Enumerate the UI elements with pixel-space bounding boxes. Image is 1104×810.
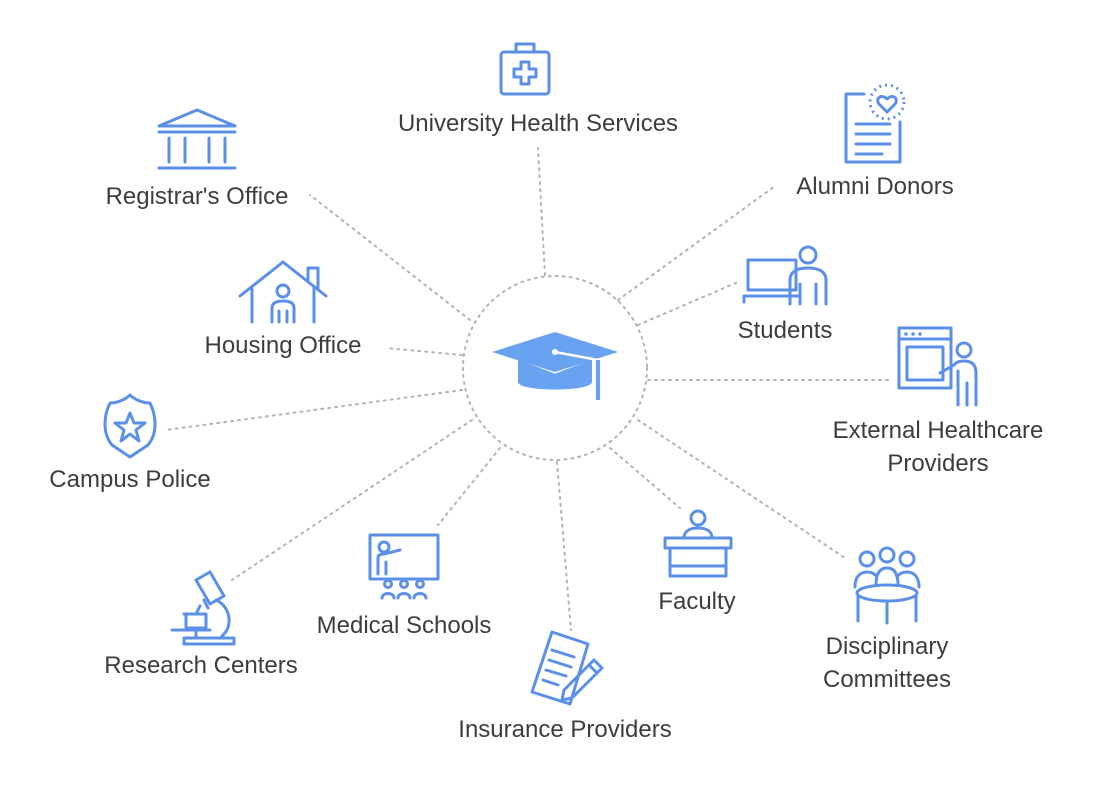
graduation-cap-icon	[492, 332, 618, 400]
police-badge-icon	[103, 393, 157, 459]
node-label-registrar: Registrar's Office	[105, 183, 289, 210]
connector-faculty	[609, 447, 681, 509]
node-label-medical: Medical Schools	[316, 612, 492, 639]
medical-kit-icon	[499, 42, 551, 96]
connector-insurance	[556, 461, 572, 631]
connector-disc	[637, 419, 846, 559]
lectern-icon	[663, 509, 733, 578]
microscope-icon	[170, 570, 236, 646]
connector-housing	[385, 347, 463, 356]
connector-uhs	[537, 147, 546, 276]
node-label-police: Campus Police	[49, 466, 211, 493]
lecture-screen-icon	[368, 533, 440, 600]
document-pen-icon	[530, 630, 604, 706]
node-label-uhs: University Health Services	[397, 110, 679, 137]
hub-circle	[462, 275, 648, 461]
node-label-housing: Housing Office	[204, 332, 362, 359]
node-label-disc: Disciplinary Committees	[822, 633, 952, 693]
connector-alumni	[617, 185, 776, 301]
connector-students	[637, 281, 739, 326]
connector-medical	[437, 447, 501, 526]
institution-building-icon	[157, 108, 237, 170]
node-label-students: Students	[737, 317, 833, 344]
house-icon	[238, 260, 328, 324]
presenter-board-icon	[897, 326, 978, 407]
donation-document-icon	[844, 83, 906, 164]
student-laptop-icon	[742, 245, 828, 306]
node-label-insurance: Insurance Providers	[458, 716, 672, 743]
node-label-research: Research Centers	[104, 652, 298, 679]
node-label-faculty: Faculty	[658, 588, 736, 615]
node-label-ehp: External Healthcare Providers	[832, 417, 1044, 477]
connector-research	[231, 419, 473, 581]
connector-police	[165, 389, 463, 431]
meeting-table-icon	[853, 546, 921, 625]
node-label-alumni: Alumni Donors	[796, 173, 954, 200]
connector-registrar	[309, 194, 471, 321]
